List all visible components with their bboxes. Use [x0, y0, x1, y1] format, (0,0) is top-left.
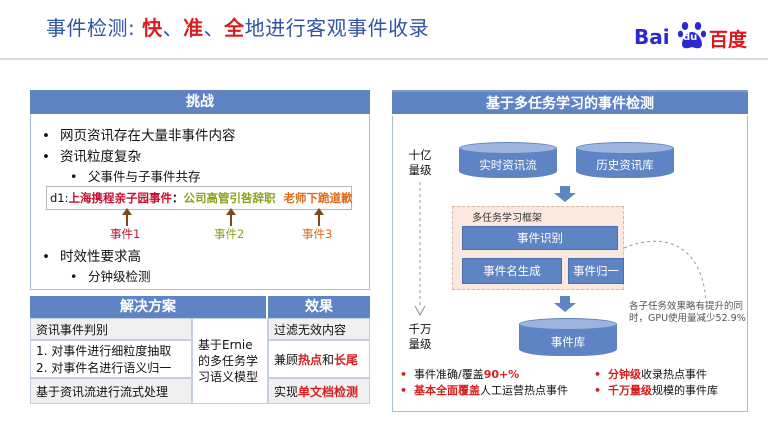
note-connector [623, 240, 707, 303]
title-prefix: 事件检测: [46, 16, 143, 40]
table-cell: 资讯事件判别 [30, 318, 192, 340]
title-highlight-fast: 快 [142, 16, 163, 40]
up-arrow-icon [314, 208, 324, 226]
result-highlight: 基本全面覆盖 [414, 384, 480, 397]
table-cell-highlight: 长尾 [334, 352, 359, 367]
scale-text: 量级 [408, 163, 432, 177]
result-highlight: 分钟级 [608, 368, 641, 381]
table-cell-model: 基于Ernie 的多任务学 习语义模型 [192, 318, 268, 404]
table-cell: 过滤无效内容 [268, 318, 370, 340]
multitask-heading: 基于多任务学习的事件检测 [392, 90, 748, 114]
example-event-1: 上海携程亲子园事件 [68, 191, 173, 205]
database-events: 事件库 [519, 318, 617, 356]
table-cell-text: 和 [322, 352, 335, 367]
example-sep: ： [172, 191, 184, 205]
database-label: 实时资讯流 [479, 158, 537, 172]
table-cell-line: 1. 对事件进行细粒度抽取 [36, 344, 172, 358]
table-cell-line: 习语义模型 [198, 370, 259, 384]
logo-bai: Bai [634, 25, 670, 49]
table-cell: 基于资讯流进行流式处理 [30, 378, 192, 404]
logo-du: du [683, 32, 698, 43]
result-item: •事件准确/覆盖90+% [400, 368, 520, 381]
note-text: 各子任务效果略有提升的同时，GPU使用量减少52.9% [629, 301, 746, 324]
challenge-text: 时效性要求高 [60, 249, 141, 265]
example-event-2: 公司高管引咎辞职 [183, 191, 276, 205]
database-label: 事件库 [550, 335, 586, 349]
result-text: 人工运营热点事件 [480, 384, 568, 397]
example-prefix: d1: [50, 191, 69, 205]
database-history: 历史资讯库 [576, 142, 674, 178]
title-divider [0, 58, 768, 60]
result-highlight: 90+% [483, 368, 520, 381]
table-cell: 实现单文档检测 [268, 378, 370, 404]
table-header-solution: 解决方案 [30, 296, 266, 318]
example-event-3: 老师下跪道歉 [283, 191, 353, 205]
example-box [46, 186, 352, 210]
result-item: •基本全面覆盖人工运营热点事件 [400, 384, 568, 397]
table-cell-text: 兼顾 [274, 352, 299, 367]
table-cell-text: 实现 [274, 384, 299, 399]
scale-top-label: 十亿 量级 [402, 148, 438, 178]
event-label-1: 事件1 [110, 227, 141, 241]
up-arrow-icon [122, 208, 132, 226]
title-highlight-accurate: 准 [183, 16, 204, 40]
challenge-subitem: •分钟级检测 [70, 269, 151, 284]
result-text: 规模的事件库 [652, 384, 718, 397]
title-sep: 、 [162, 16, 184, 40]
down-arrow-icon [554, 186, 576, 202]
challenge-subtext: 父事件与子事件共存 [88, 169, 201, 184]
challenge-subtext: 分钟级检测 [88, 269, 151, 284]
scale-text: 十亿 [408, 148, 432, 162]
up-arrow-icon [226, 208, 236, 226]
result-item: •分钟级收录热点事件 [594, 368, 707, 381]
result-item: •千万量级规模的事件库 [594, 384, 718, 397]
table-cell-line: 的多任务学 [198, 354, 259, 368]
example-text: d1:上海携程亲子园事件：公司高管引咎辞职老师下跪道歉 [50, 190, 353, 206]
challenge-text: 网页资讯存在大量非事件内容 [60, 128, 236, 144]
table-cell: 1. 对事件进行细粒度抽取 2. 对事件名进行语义归一 [30, 340, 192, 378]
task-event-normalization: 事件归一 [568, 258, 624, 284]
database-label: 历史资讯库 [596, 158, 654, 172]
result-text: 事件准确/覆盖 [414, 368, 484, 381]
result-highlight: 千万量级 [608, 384, 652, 397]
scale-bottom-label: 千万 量级 [402, 322, 438, 352]
title-highlight-complete: 全 [224, 16, 245, 40]
scale-text: 量级 [408, 337, 432, 351]
task-event-name-generation: 事件名生成 [462, 258, 562, 284]
table-cell-line: 基于Ernie [198, 338, 253, 352]
framework-label: 多任务学习框架 [472, 213, 542, 224]
event-label-3: 事件3 [302, 227, 333, 241]
scale-text: 千万 [408, 322, 432, 336]
challenges-heading: 挑战 [30, 90, 370, 114]
event-label-2: 事件2 [214, 227, 245, 241]
challenge-item: •网页资讯存在大量非事件内容 [42, 128, 236, 144]
challenge-subitem: •父事件与子事件共存 [70, 169, 201, 184]
baidu-logo: Bai du 百度 [634, 18, 752, 54]
task-event-recognition: 事件识别 [462, 226, 618, 250]
challenge-text: 资讯粒度复杂 [60, 149, 141, 165]
paw-icon: du [677, 20, 707, 50]
table-cell-highlight: 单文档检测 [298, 384, 359, 399]
table-cell: 兼顾热点和长尾 [268, 340, 370, 378]
page-title: 事件检测: 快、准、全地进行客观事件收录 [46, 12, 429, 41]
scale-arrow-icon [414, 182, 426, 316]
challenge-item: •时效性要求高 [42, 249, 141, 265]
result-text: 收录热点事件 [641, 368, 707, 381]
title-sep: 、 [203, 16, 225, 40]
challenges-panel [30, 114, 370, 290]
logo-cn: 百度 [709, 29, 748, 51]
title-suffix: 地进行客观事件收录 [244, 16, 430, 40]
table-header-effect: 效果 [268, 296, 370, 318]
table-cell-highlight: 热点 [298, 352, 323, 367]
challenge-item: •资讯粒度复杂 [42, 149, 141, 165]
database-realtime-stream: 实时资讯流 [459, 142, 557, 178]
down-arrow-icon [554, 296, 576, 312]
table-cell-line: 2. 对事件名进行语义归一 [36, 361, 172, 375]
